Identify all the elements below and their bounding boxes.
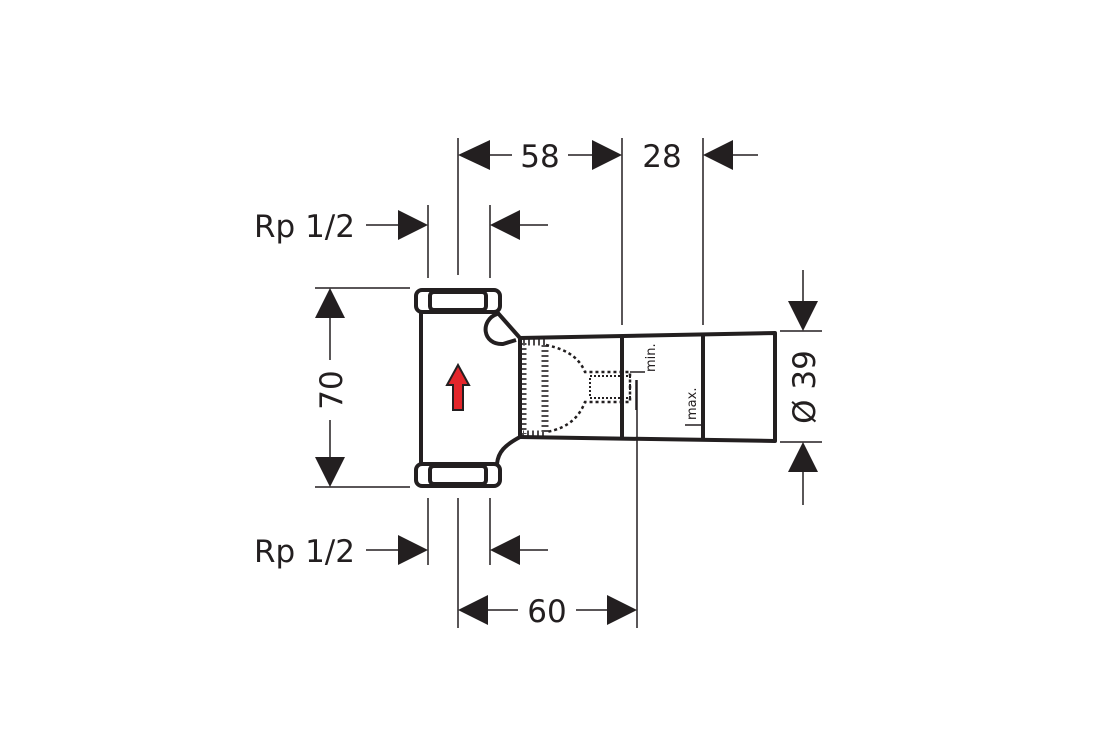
- dim-70-label: 70: [314, 370, 350, 409]
- dimension-58: [458, 140, 758, 170]
- thread-bottom-label: Rp 1/2: [254, 534, 355, 570]
- dimension-39: [788, 270, 818, 505]
- thread-top-label: Rp 1/2: [254, 209, 355, 245]
- max-label: max.: [685, 388, 700, 420]
- valve-body: [414, 288, 777, 488]
- flow-direction-arrow-icon: [445, 362, 471, 411]
- dim-28-label: 28: [642, 139, 681, 175]
- dim-58-label: 58: [520, 139, 559, 175]
- dimension-60: [458, 595, 637, 625]
- dim-39-label: Ø 39: [787, 350, 823, 424]
- dimension-70: [315, 288, 345, 487]
- thread-top-arrows: [366, 210, 548, 240]
- min-label: min.: [644, 343, 659, 372]
- thread-bottom-arrows: [366, 535, 548, 565]
- extension-lines: [315, 138, 822, 628]
- dim-60-label: 60: [527, 594, 566, 630]
- min-max-markers: [630, 371, 703, 426]
- cartridge-dotted: [519, 338, 632, 438]
